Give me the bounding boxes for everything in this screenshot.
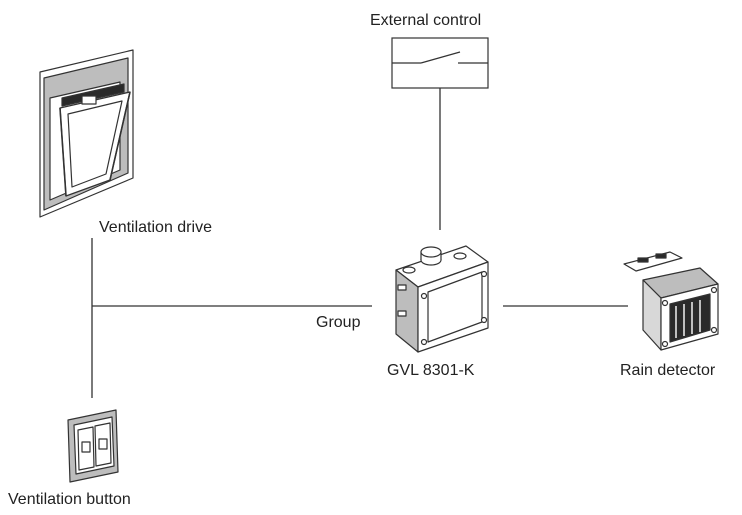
rain-detector-icon	[623, 251, 719, 351]
wall-button-icon	[67, 409, 119, 483]
rain-detector-label: Rain detector	[620, 362, 716, 379]
window-drive-icon	[39, 49, 134, 218]
controller-box-icon	[395, 245, 489, 353]
external-control-label: External control	[370, 12, 482, 29]
ventilation-drive-label: Ventilation drive	[99, 219, 212, 236]
controller-label: GVL 8301-K	[387, 362, 475, 379]
switch-icon	[391, 37, 489, 89]
ventilation-button-label: Ventilation button	[8, 491, 131, 508]
group-label: Group	[316, 314, 361, 331]
connection-lines	[91, 88, 628, 398]
